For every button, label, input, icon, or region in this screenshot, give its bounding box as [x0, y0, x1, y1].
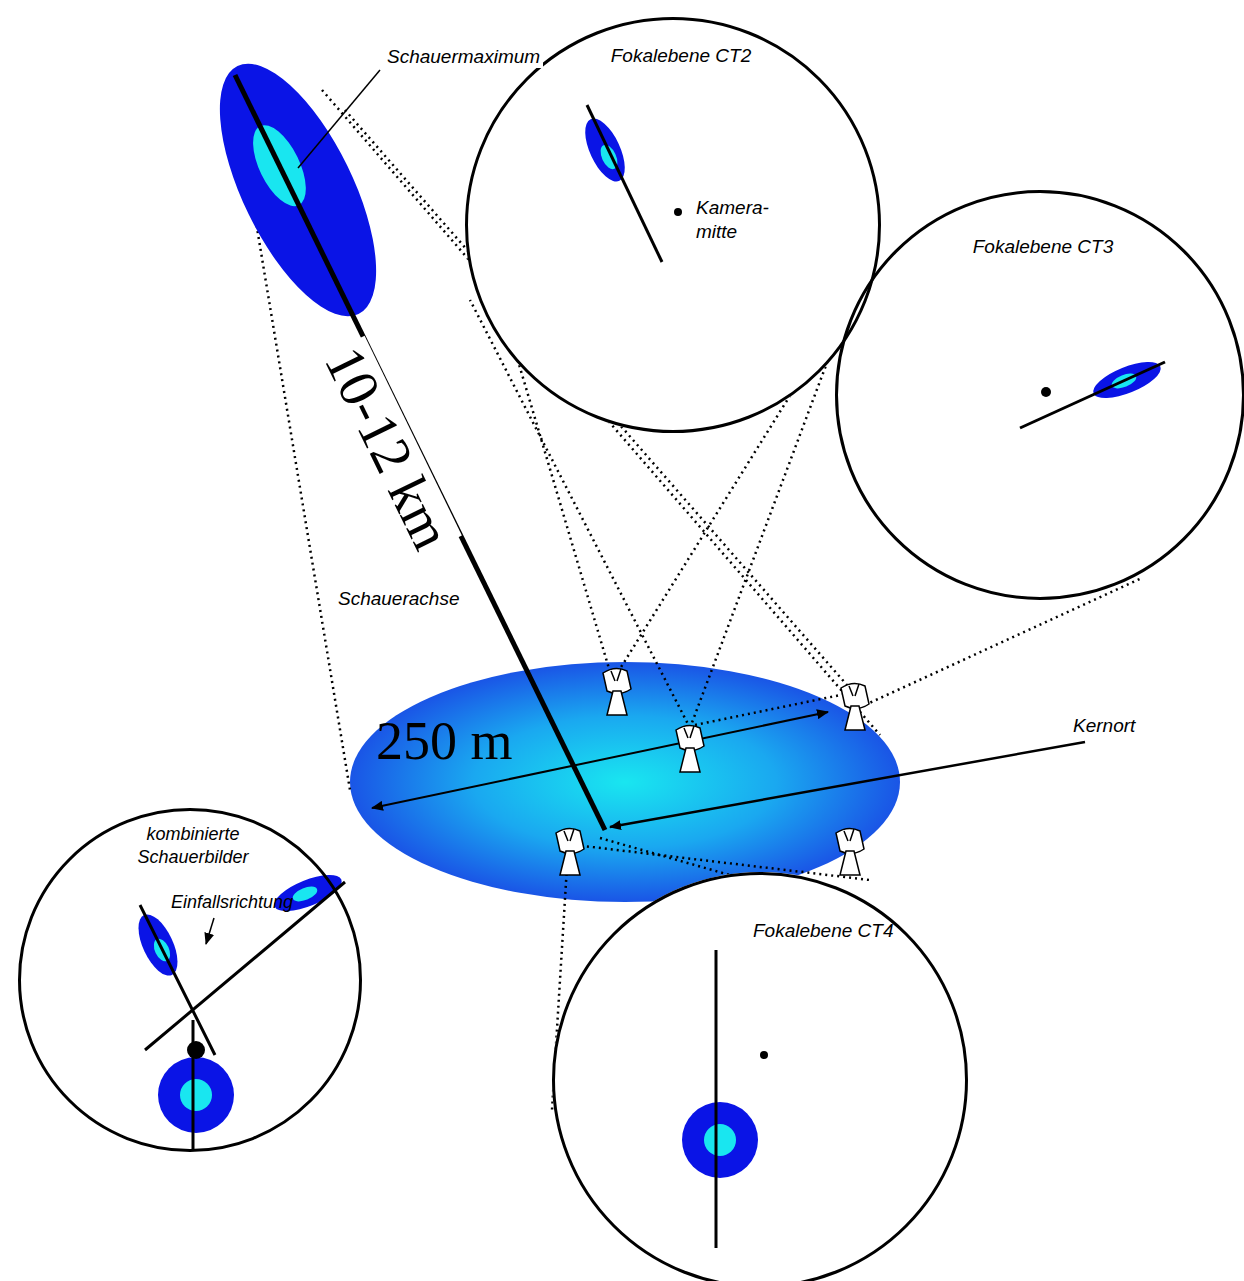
callout-label: Kernort: [1070, 715, 1138, 737]
dimension-arrow: [372, 712, 828, 808]
callout-label: Schauermaximum: [384, 46, 543, 68]
distance-label: 10-12 km: [314, 336, 462, 560]
camera-image: [682, 950, 768, 1248]
panel-title: Fokalebene CT2: [581, 44, 781, 68]
camera-fill: [835, 190, 1244, 600]
leader-line: [298, 70, 380, 168]
telescopes: [556, 668, 869, 875]
core-pointer: [610, 742, 1085, 827]
focal-plane-circle: kombinierte SchauerbilderEinfallsrichtun…: [18, 808, 362, 1152]
light-pool-area: 250 m: [350, 662, 900, 902]
telescope: [556, 828, 584, 875]
air-shower: [188, 42, 408, 338]
camera-fill: [465, 17, 881, 433]
camera-fill: [18, 808, 362, 1152]
focal-plane-circle: Fokalebene CT3: [835, 190, 1244, 600]
panel-title: kombinierte Schauerbilder: [98, 823, 288, 868]
telescope: [836, 828, 864, 875]
combined-image: [130, 867, 346, 1150]
camera-image: [577, 105, 682, 262]
callout-label: Schauerachse: [335, 588, 462, 610]
telescope: [603, 668, 631, 715]
panel-title: Einfallsrichtung: [171, 891, 331, 914]
camera-fill: [552, 872, 968, 1281]
telescope: [676, 725, 704, 772]
camera-image: [1020, 354, 1165, 428]
panel-title: Kamera- mitte: [696, 196, 768, 244]
focal-plane-circle: Fokalebene CT2Kamera- mitte: [465, 17, 881, 433]
dimension-label: 250 m: [376, 712, 513, 771]
light-pool: [350, 662, 900, 902]
panel-title: Fokalebene CT3: [943, 235, 1143, 259]
focal-plane-circle: Fokalebene CT4: [552, 872, 968, 1281]
panel-title: Fokalebene CT4: [753, 919, 953, 943]
telescope: [841, 683, 869, 730]
